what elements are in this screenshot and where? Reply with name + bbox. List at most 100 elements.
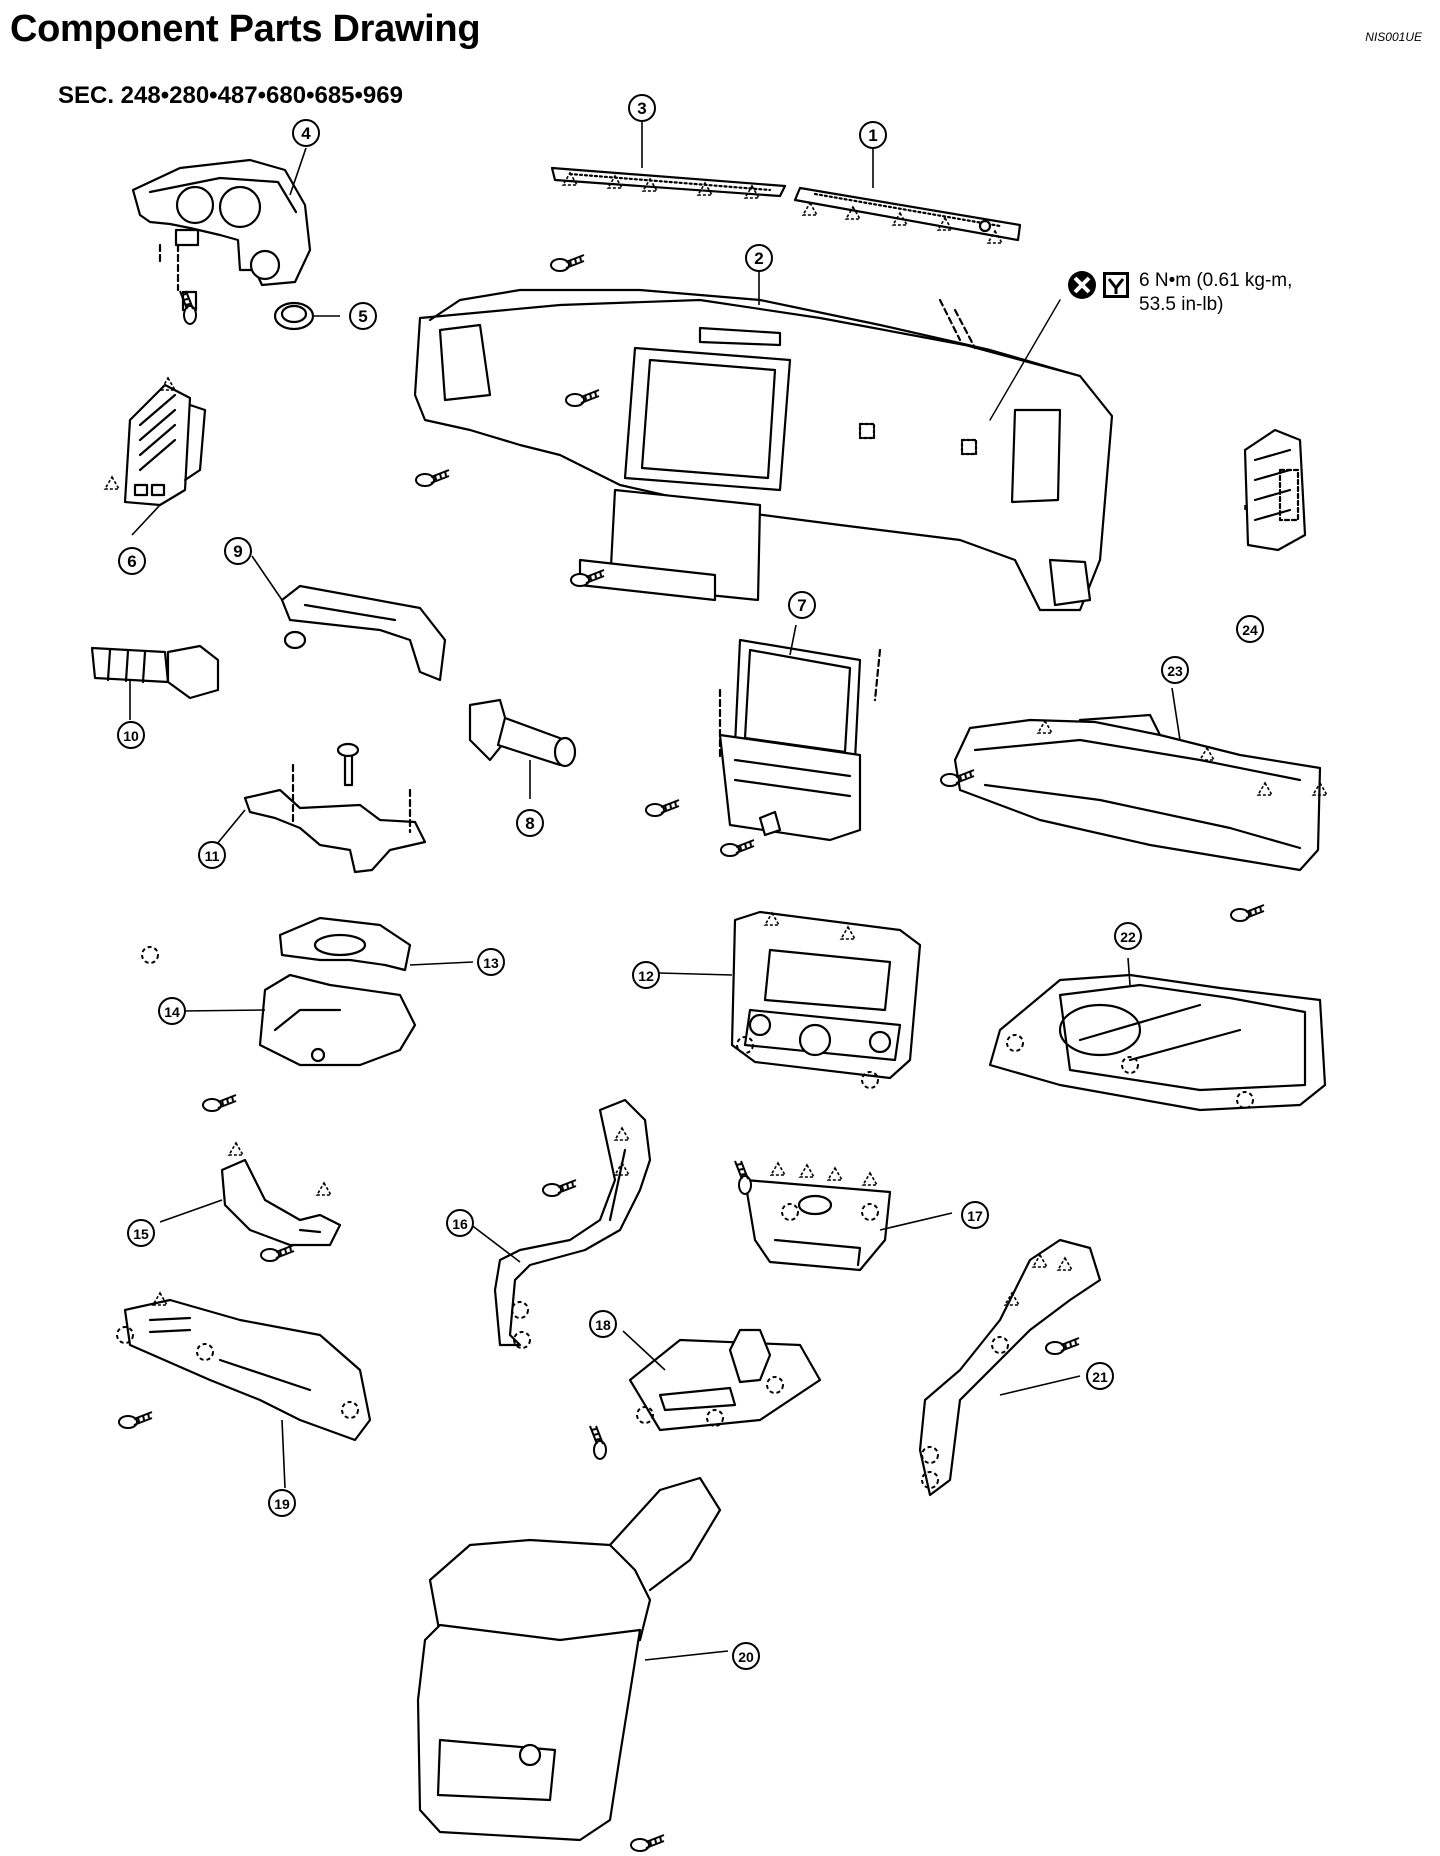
callout-circle — [961, 1201, 989, 1229]
callout-label: 15 — [133, 1226, 149, 1242]
cluster-lid-part — [131, 158, 312, 312]
callout-circle — [268, 1489, 296, 1517]
callout-label: 8 — [525, 814, 534, 833]
callout-label: 1 — [868, 126, 877, 145]
wiper-switch-part — [468, 698, 577, 768]
callout-circle — [732, 1642, 760, 1670]
display-unit-part — [718, 638, 882, 842]
side-vent-left — [123, 383, 207, 507]
torque-icons — [1068, 271, 1129, 299]
callout-label: 13 — [483, 955, 499, 971]
callout-label: 10 — [123, 728, 139, 744]
callout-12: 12 — [632, 961, 660, 989]
callout-label: 14 — [164, 1004, 180, 1020]
callout-label: 9 — [233, 542, 242, 561]
callout-3: 3 — [628, 94, 656, 122]
callout-circle — [516, 809, 544, 837]
defroster-grille-left — [550, 166, 787, 198]
callout-4: 4 — [292, 119, 320, 147]
callout-label: 11 — [205, 848, 220, 864]
leader-lines — [129, 120, 1246, 1661]
callout-circle — [1086, 1362, 1114, 1390]
callout-24: 24 — [1236, 615, 1264, 643]
callout-23: 23 — [1161, 656, 1189, 684]
torque-spec: 6 N•m (0.61 kg-m, 53.5 in-lb) — [1067, 269, 1367, 329]
callout-2: 2 — [745, 244, 773, 272]
callout-circle — [127, 1219, 155, 1247]
torque-line-1: 6 N•m (0.61 kg-m, — [1139, 270, 1293, 291]
bracket-part — [243, 742, 427, 874]
callout-9: 9 — [224, 537, 252, 565]
callout-15: 15 — [127, 1219, 155, 1247]
callout-label: 18 — [595, 1317, 611, 1333]
callout-19: 19 — [268, 1489, 296, 1517]
knee-cover-part — [220, 1158, 342, 1247]
callout-8: 8 — [516, 809, 544, 837]
finisher-right-part — [918, 1238, 1102, 1497]
callout-10: 10 — [117, 721, 145, 749]
callout-circle — [224, 537, 252, 565]
callout-6: 6 — [118, 547, 146, 575]
callout-label: 24 — [1242, 622, 1258, 638]
callout-label: 17 — [967, 1208, 983, 1224]
callout-circle — [349, 302, 377, 330]
callout-circle — [788, 591, 816, 619]
callout-label: 21 — [1092, 1369, 1108, 1385]
center-console-part — [416, 1476, 722, 1842]
lower-panel-part — [123, 1298, 372, 1442]
callout-label: 20 — [738, 1649, 754, 1665]
document-id: NIS001UE — [1365, 30, 1422, 44]
do-not-reuse-icon — [1068, 271, 1096, 299]
light-switch-part — [90, 644, 220, 700]
callout-14: 14 — [158, 997, 186, 1025]
callout-17: 17 — [961, 1201, 989, 1229]
callout-13: 13 — [477, 948, 505, 976]
callout-circle — [745, 244, 773, 272]
callout-20: 20 — [732, 1642, 760, 1670]
audio-unit-part — [730, 910, 922, 1080]
callout-7: 7 — [788, 591, 816, 619]
callout-label: 19 — [274, 1496, 290, 1512]
callout-circle — [628, 94, 656, 122]
callout-circle — [859, 121, 887, 149]
column-cover-lower-part — [258, 973, 417, 1067]
callout-circle — [1161, 656, 1189, 684]
torque-wrench-icon — [1103, 272, 1129, 298]
torque-value: 6 N•m (0.61 kg-m, 53.5 in-lb) — [1139, 269, 1292, 317]
shift-finisher-part — [628, 1328, 822, 1432]
section-numbers: SEC. 248•280•487•680•685•969 — [58, 82, 403, 109]
callout-circle — [446, 1209, 474, 1237]
instrument-panel-part — [413, 288, 1114, 612]
callout-21: 21 — [1086, 1362, 1114, 1390]
page-title: Component Parts Drawing — [10, 8, 481, 50]
callout-16: 16 — [446, 1209, 474, 1237]
callout-label: 23 — [1167, 663, 1183, 679]
callout-circle — [118, 547, 146, 575]
callout-label: 5 — [358, 307, 367, 326]
center-finisher-part — [743, 1178, 892, 1272]
column-cover-upper-part — [278, 916, 412, 972]
callout-circle — [632, 961, 660, 989]
callout-circle — [117, 721, 145, 749]
callout-circle — [1114, 922, 1142, 950]
callout-label: 7 — [797, 596, 806, 615]
callout-18: 18 — [589, 1310, 617, 1338]
callout-1: 1 — [859, 121, 887, 149]
torque-line-2: 53.5 in-lb) — [1139, 294, 1224, 315]
callout-circle — [477, 948, 505, 976]
callout-5: 5 — [349, 302, 377, 330]
callout-label: 6 — [127, 552, 136, 571]
callout-circle — [198, 841, 226, 869]
column-cover-part — [280, 584, 447, 682]
glove-box-part — [953, 713, 1322, 872]
defroster-grille-right — [793, 186, 1022, 242]
callout-label: 3 — [637, 99, 646, 118]
callout-label: 12 — [638, 968, 654, 984]
tray-part — [988, 973, 1327, 1112]
callout-circle — [292, 119, 320, 147]
callout-circle — [589, 1310, 617, 1338]
callout-11: 11 — [198, 841, 226, 869]
